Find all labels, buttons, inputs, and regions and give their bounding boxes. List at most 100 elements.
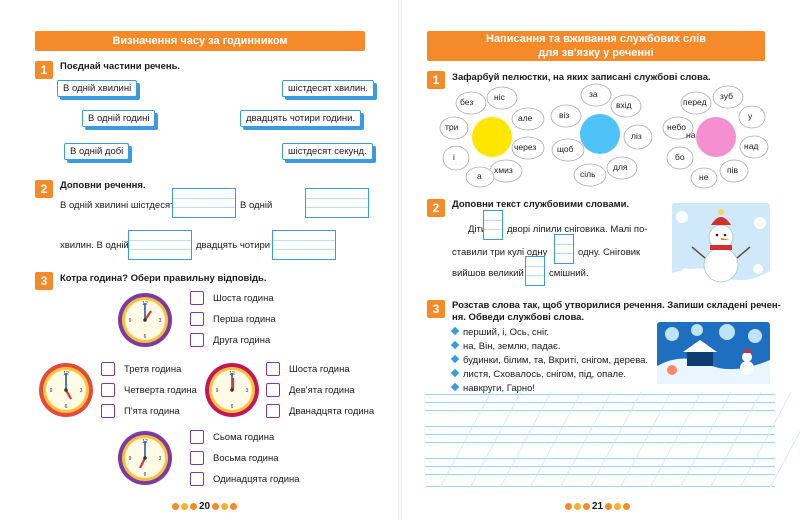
petal-word[interactable]: ніс <box>494 92 505 102</box>
writing-lines[interactable] <box>425 392 800 487</box>
answer-checkbox[interactable] <box>266 383 280 397</box>
petal-word[interactable]: ліз <box>631 131 642 141</box>
answer-box[interactable] <box>128 230 192 260</box>
task-number: 2 <box>427 199 445 217</box>
word-set-text: навкруги, Гарно! <box>463 383 536 394</box>
task-number: 2 <box>35 180 53 198</box>
word-set-text: листя, Сховалось, снігом, під, опале. <box>463 369 627 380</box>
sentence-text: хвилин. В одній <box>60 240 129 251</box>
petal-word[interactable]: віз <box>559 110 570 120</box>
petal-word[interactable]: на <box>686 130 696 140</box>
flower: за вхід ліз для сіль щоб віз <box>546 82 656 187</box>
answer-checkbox[interactable] <box>190 312 204 326</box>
petal-word[interactable]: пів <box>727 165 739 175</box>
diamond-bullet-icon <box>450 382 460 392</box>
phrase-card[interactable]: двадцять чотири години. <box>240 110 362 127</box>
clock-icon: 12369 <box>118 431 172 485</box>
answer-checkbox[interactable] <box>190 430 204 444</box>
svg-text:3: 3 <box>159 318 162 324</box>
task-title: Поєднай частини речень. <box>60 61 181 72</box>
petal-word[interactable]: а <box>477 171 482 181</box>
svg-text:3: 3 <box>80 388 83 394</box>
book-gutter <box>398 0 402 520</box>
answer-checkbox[interactable] <box>190 291 204 305</box>
petal-word[interactable]: але <box>518 113 533 123</box>
petal-word[interactable]: для <box>613 162 628 172</box>
banner-title-line2: для зв'язку у реченні <box>538 47 654 59</box>
text-fragment: смішний. <box>549 268 589 279</box>
answer-option: П'ята година <box>124 406 180 417</box>
petal-word[interactable]: бо <box>675 152 685 162</box>
answer-box[interactable] <box>483 210 503 240</box>
answer-option: Дев'ята година <box>289 385 355 396</box>
answer-checkbox[interactable] <box>101 383 115 397</box>
answer-checkbox[interactable] <box>190 451 204 465</box>
answer-box[interactable] <box>272 230 336 260</box>
decor-dot-icon <box>565 503 572 510</box>
page-number-label: 21 <box>592 501 604 512</box>
phrase-card[interactable]: В одній годині <box>82 110 156 127</box>
phrase-card[interactable]: В одній добі <box>64 143 130 160</box>
answer-checkbox[interactable] <box>101 362 115 376</box>
answer-checkbox[interactable] <box>266 362 280 376</box>
text-fragment: вийшов великий <box>452 268 524 279</box>
text-fragment: ставили три кулі одну <box>452 247 548 258</box>
task-title-line2: ня. Обведи службові слова. <box>452 312 585 323</box>
answer-box[interactable] <box>525 256 545 286</box>
petal-word[interactable]: небо <box>667 122 686 132</box>
svg-text:6: 6 <box>231 404 234 410</box>
decor-dot-icon <box>583 503 590 510</box>
petal-word[interactable]: хмиз <box>494 165 513 175</box>
answer-checkbox[interactable] <box>190 472 204 486</box>
task-title: Зафарбуй пелюстки, на яких записані служ… <box>452 72 711 83</box>
task-title: Доповни текст службовими словами. <box>452 199 630 210</box>
phrase-card[interactable]: шістдесят секунд. <box>282 143 373 160</box>
word-set-text: будинки, білим, та, Вкриті, снігом, дере… <box>463 355 649 366</box>
word-set-text: перший, і, Ось, сніг. <box>463 327 550 338</box>
winter-scene-illustration <box>657 322 770 384</box>
answer-box[interactable] <box>172 188 236 218</box>
sentence-text: двадцять чотири <box>196 240 271 251</box>
answer-option: Шоста година <box>289 364 350 375</box>
clock-icon: 12369 <box>205 363 259 417</box>
petal-word[interactable]: три <box>445 122 459 132</box>
petal-word[interactable]: через <box>514 142 537 152</box>
petal-word[interactable]: не <box>699 172 709 182</box>
petal-word[interactable]: без <box>460 97 474 107</box>
petal-word[interactable]: за <box>589 89 598 99</box>
svg-text:9: 9 <box>216 388 219 394</box>
answer-option: Третя година <box>124 364 182 375</box>
petal-word[interactable]: і <box>453 152 455 162</box>
left-page: Визначення часу за годинником 1 Поєднай … <box>35 31 375 512</box>
decor-dot-icon <box>172 503 179 510</box>
phrase-card[interactable]: шістдесят хвилин. <box>282 80 375 97</box>
page-number: 21 <box>565 501 631 512</box>
petal-word[interactable]: сіль <box>580 169 596 179</box>
svg-text:9: 9 <box>50 388 53 394</box>
petal-word[interactable]: перед <box>683 97 707 107</box>
decor-dot-icon <box>605 503 613 510</box>
svg-text:6: 6 <box>144 472 147 478</box>
petal-word[interactable]: вхід <box>616 100 632 110</box>
answer-box[interactable] <box>554 234 574 264</box>
petal-word[interactable]: щоб <box>557 144 574 154</box>
answer-box[interactable] <box>305 188 369 218</box>
task-number: 1 <box>35 61 53 79</box>
phrase-card[interactable]: В одній хвилині <box>57 80 138 97</box>
petal-word[interactable]: у <box>748 111 753 121</box>
svg-text:9: 9 <box>129 456 132 462</box>
flower-icon <box>550 83 653 187</box>
answer-checkbox[interactable] <box>190 333 204 347</box>
answer-option: Дванадцята година <box>289 406 375 417</box>
petal-word[interactable]: над <box>744 141 759 151</box>
answer-option: Одинадцята година <box>213 474 300 485</box>
diamond-bullet-icon <box>450 354 460 364</box>
petal-word[interactable]: зуб <box>720 91 734 101</box>
svg-text:9: 9 <box>129 318 132 324</box>
answer-option: Шоста година <box>213 293 274 304</box>
answer-checkbox[interactable] <box>266 404 280 418</box>
answer-checkbox[interactable] <box>101 404 115 418</box>
answer-option: Перша година <box>213 314 276 325</box>
decor-dot-icon <box>623 503 631 510</box>
decor-dot-icon <box>181 503 188 510</box>
